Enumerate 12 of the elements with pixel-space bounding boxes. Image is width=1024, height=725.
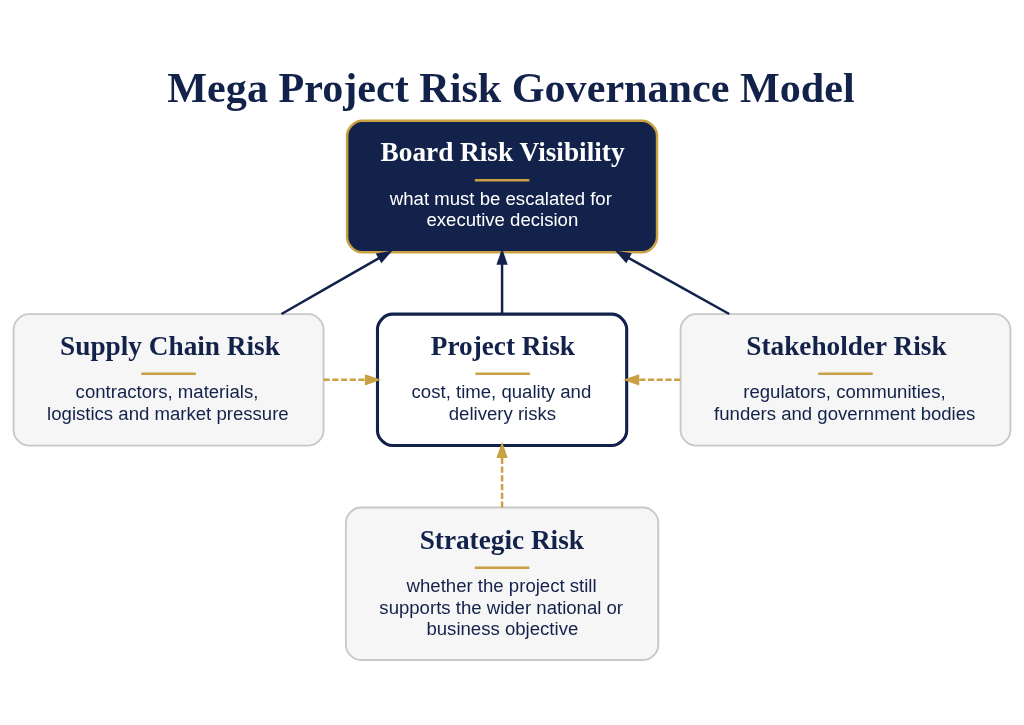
arrow [496, 441, 508, 508]
node-box: Stakeholder Risk regulators, communities, funders and government bodies [679, 313, 1012, 447]
diagram-title: Mega Project Risk Governance Model [167, 64, 855, 112]
node-box: Board Risk Visibility what must be escalated for executive decision [345, 119, 659, 254]
node-box: Strategic Risk whether the project still supports the wider national or business objective [344, 506, 660, 661]
arrow [623, 374, 681, 386]
arrow [614, 250, 730, 316]
arrow [323, 374, 382, 386]
arrow [280, 250, 393, 316]
arrow [496, 248, 508, 314]
node-box: Project Risk cost, time, quality and delivery risks [375, 312, 629, 448]
node-box: Supply Chain Risk contractors, materials, logistics and market pressure [12, 313, 325, 447]
